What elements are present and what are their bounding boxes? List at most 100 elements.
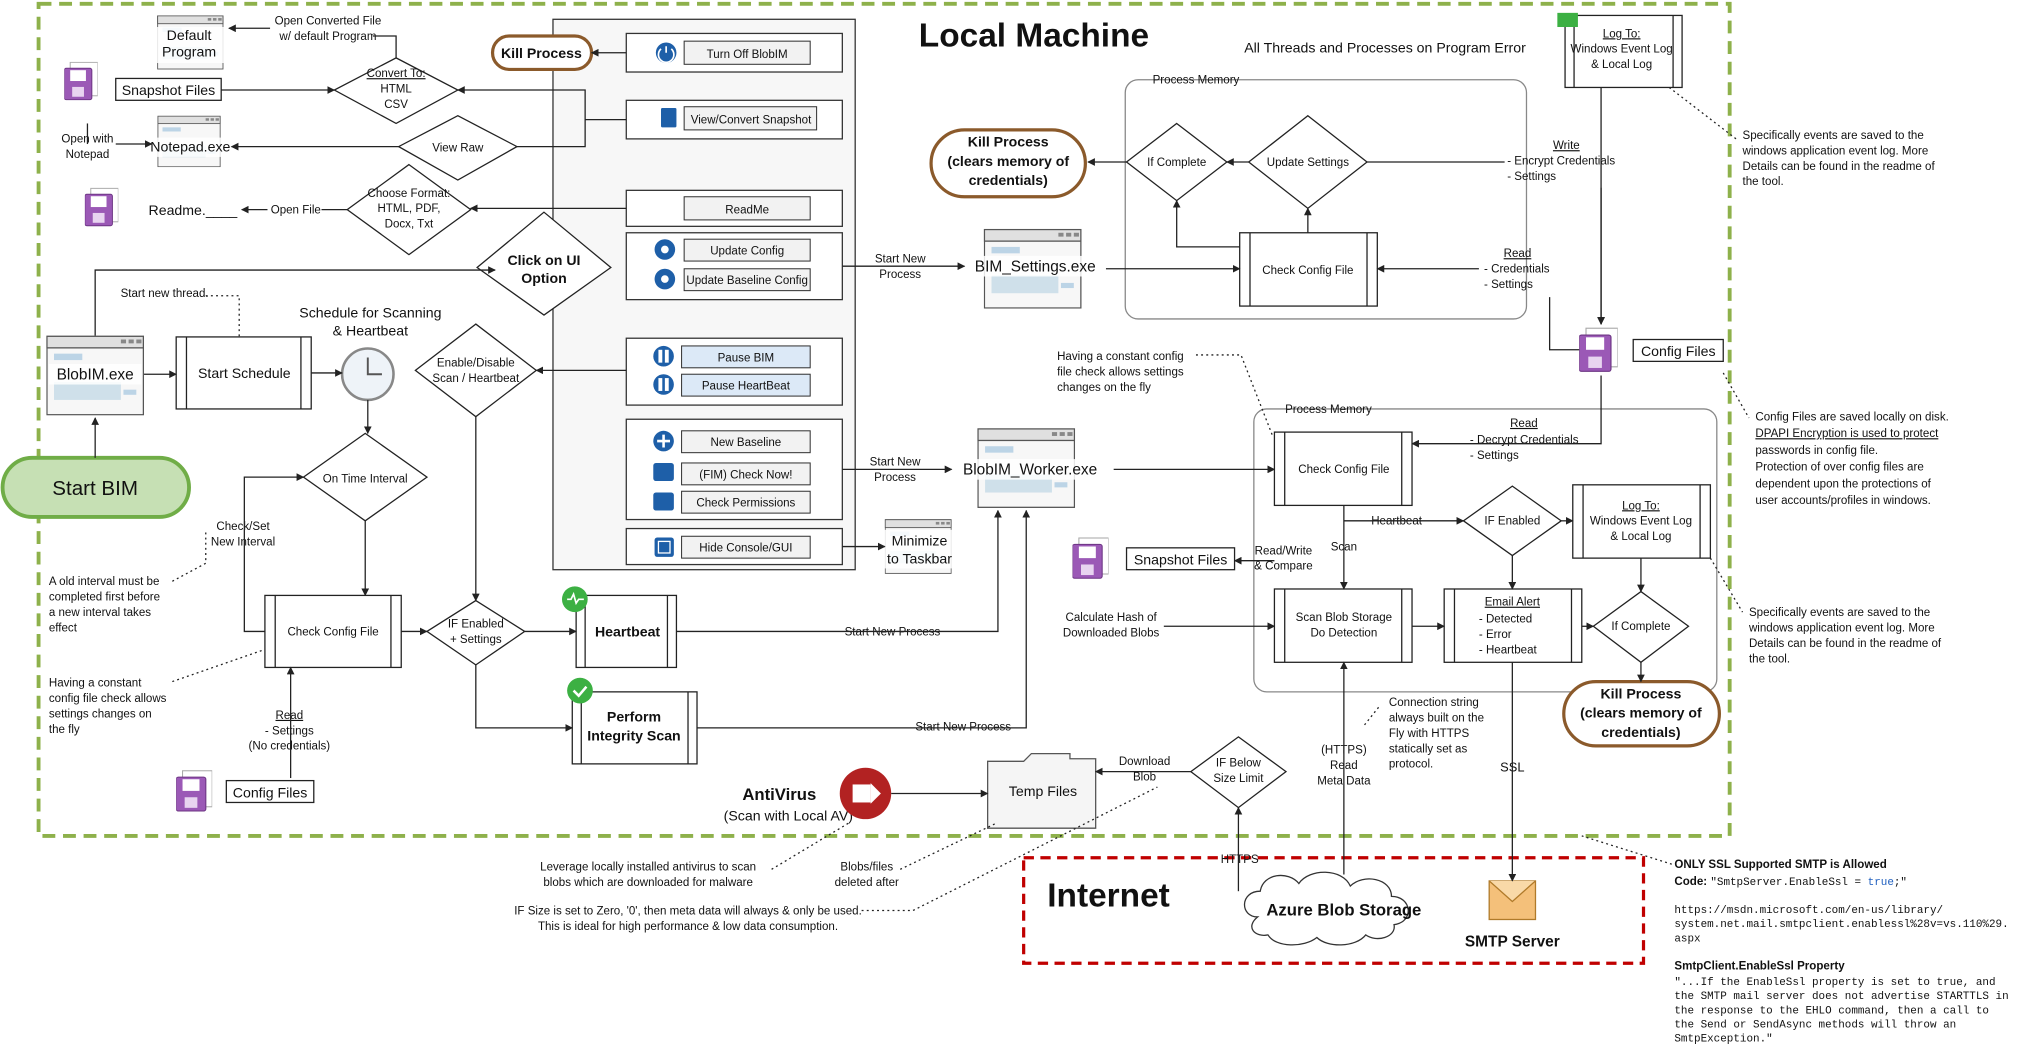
ui-button-new-baseline-label: New Baseline bbox=[711, 437, 782, 449]
note-blobs-deleted: Blobs/files deleted after bbox=[835, 862, 899, 889]
start-new-thread-label: Start new thread. bbox=[121, 288, 209, 300]
svg-text:SmtpClient.EnableSsl Property: SmtpClient.EnableSsl Property bbox=[1674, 961, 1845, 973]
perform-integrity-label-2: Integrity Scan bbox=[587, 728, 680, 744]
start-new-process-heartbeat: Start New Process bbox=[845, 626, 941, 638]
ui-button-fim-check[interactable]: (FIM) Check Now! bbox=[653, 462, 811, 486]
svg-text:"...If the EnableSsl property: "...If the EnableSsl property is set to … bbox=[1674, 977, 1995, 989]
notepad-label: Notepad.exe bbox=[150, 139, 230, 155]
if-below-label: IF Below bbox=[1216, 757, 1262, 769]
download-blob-label-2: Blob bbox=[1133, 772, 1156, 784]
ui-button-turn-off[interactable]: Turn Off BlobIM bbox=[655, 40, 811, 65]
kill-process-clear-top-label-3: credentials) bbox=[969, 172, 1048, 188]
readme-file-label: Readme.____ bbox=[149, 202, 239, 218]
scan-blob-label: Scan Blob Storage bbox=[1296, 612, 1392, 624]
ui-button-view-convert[interactable]: View/Convert Snapshot bbox=[661, 106, 818, 131]
svg-text:Specifically events are saved: Specifically events are saved to the bbox=[1743, 130, 1924, 142]
svg-text:blobs which are downloaded for: blobs which are downloaded for malware bbox=[543, 877, 753, 889]
log-to-mid-box bbox=[1572, 484, 1712, 559]
if-enabled-settings-label-2: + Settings bbox=[450, 634, 502, 646]
default-program-label-2: Program bbox=[162, 44, 216, 60]
svg-text:A old interval must be: A old interval must be bbox=[49, 576, 160, 588]
open-converted-label-2: w/ default Program bbox=[278, 31, 376, 43]
worker-process-memory-label: Process Memory bbox=[1285, 404, 1372, 416]
svg-text:the response to the EHLO comma: the response to the EHLO command, then a… bbox=[1674, 1005, 1989, 1017]
temp-files-folder bbox=[987, 752, 1097, 829]
decrypt-settings: - Settings bbox=[1470, 450, 1519, 462]
svg-text:effect: effect bbox=[49, 622, 78, 634]
check-set-interval-label: Check/Set bbox=[216, 521, 270, 533]
log-to-top-line-1: Windows Event Log bbox=[1571, 44, 1673, 56]
start-new-process-worker-2: Process bbox=[874, 472, 916, 484]
choose-format-label-2: HTML, PDF, bbox=[377, 203, 440, 215]
ui-button-update-baseline[interactable]: Update Baseline Config bbox=[654, 268, 811, 292]
perform-integrity-box bbox=[571, 691, 698, 765]
click-ui-option-decision bbox=[476, 211, 612, 316]
calculate-hash-label-2: Downloaded Blobs bbox=[1063, 628, 1160, 640]
ui-button-hide-console[interactable]: Hide Console/GUI bbox=[654, 535, 811, 559]
note-constant-config-left: Having a constant config file check allo… bbox=[49, 678, 167, 736]
svg-text:the tool.: the tool. bbox=[1749, 653, 1790, 665]
convert-to-csv: CSV bbox=[384, 99, 408, 111]
log-to-mid-label: Log To: bbox=[1622, 500, 1660, 512]
svg-text:Details can be found in the re: Details can be found in the readme of bbox=[1743, 161, 1936, 173]
email-alert-label: Email Alert bbox=[1485, 597, 1541, 609]
svg-text:windows application event log.: windows application event log. More bbox=[1742, 145, 1929, 157]
svg-text:the tool.: the tool. bbox=[1743, 176, 1784, 188]
azure-blob-label: Azure Blob Storage bbox=[1266, 901, 1421, 920]
default-program-label: Default bbox=[167, 27, 212, 43]
start-schedule-label: Start Schedule bbox=[198, 365, 291, 381]
ui-button-new-baseline[interactable]: New Baseline bbox=[653, 430, 811, 454]
svg-text:Config Files are saved locally: Config Files are saved locally on disk. bbox=[1755, 412, 1948, 424]
on-time-interval-label: On Time Interval bbox=[323, 473, 408, 485]
kill-process-clear-bottom-label: Kill Process bbox=[1600, 685, 1681, 701]
start-bim-node bbox=[0, 455, 191, 519]
log-to-top-label: Log To: bbox=[1603, 28, 1641, 40]
constant-config-right-2: file check allows settings bbox=[1057, 367, 1184, 379]
if-complete-settings-label: If Complete bbox=[1147, 157, 1206, 169]
note-events-saved-top: Specifically events are saved to the win… bbox=[1742, 130, 1936, 188]
heartbeat-box bbox=[575, 594, 678, 669]
blobim-worker-label: BlobIM_Worker.exe bbox=[963, 462, 1097, 479]
write-encrypt-credentials: - Encrypt Credentials bbox=[1507, 156, 1615, 168]
svg-text:DPAPI Encryption is used to pr: DPAPI Encryption is used to protect bbox=[1755, 428, 1939, 440]
connection-note-2: always built on the bbox=[1389, 712, 1484, 724]
view-raw-decision bbox=[397, 115, 519, 181]
constant-config-right: Having a constant config bbox=[1057, 351, 1184, 363]
convert-to-label: Convert To: bbox=[367, 68, 426, 80]
email-error: - Error bbox=[1479, 629, 1512, 641]
heartbeat-flow-label: Heartbeat bbox=[1371, 516, 1423, 528]
ui-button-readme[interactable]: ReadMe bbox=[683, 196, 811, 221]
pause-icon bbox=[653, 374, 674, 395]
ui-button-view-convert-label: View/Convert Snapshot bbox=[691, 114, 812, 126]
ssl-doc-link[interactable]: https://msdn.microsoft.com/en-us/library… bbox=[1674, 905, 1943, 917]
convert-to-decision bbox=[332, 57, 460, 125]
enable-disable-label: Enable/Disable bbox=[437, 358, 515, 370]
svg-text:Leverage locally installed ant: Leverage locally installed antivirus to … bbox=[540, 862, 756, 874]
ui-button-pause-bim[interactable]: Pause BIM bbox=[653, 345, 811, 369]
svg-text:user accounts/profiles in wind: user accounts/profiles in windows. bbox=[1755, 495, 1930, 507]
view-raw-label: View Raw bbox=[432, 143, 484, 155]
if-enabled-settings-decision bbox=[425, 599, 526, 666]
svg-text:the fly: the fly bbox=[49, 724, 80, 736]
email-heartbeat: - Heartbeat bbox=[1479, 644, 1538, 656]
connection-note-4: statically set as bbox=[1389, 743, 1468, 755]
check-config-left-label: Check Config File bbox=[287, 626, 378, 638]
svg-text:SmtpException.": SmtpException." bbox=[1674, 1034, 1772, 1046]
if-enabled-worker-label: IF Enabled bbox=[1484, 516, 1540, 528]
check-set-interval-label-2: New Interval bbox=[211, 536, 275, 548]
heartbeat-label: Heartbeat bbox=[595, 624, 660, 640]
write-label: Write bbox=[1553, 140, 1580, 152]
read-label-left: Read bbox=[276, 710, 304, 722]
ui-button-update-config[interactable]: Update Config bbox=[654, 238, 811, 262]
check-config-worker-box bbox=[1273, 431, 1413, 507]
connection-note-5: protocol. bbox=[1389, 759, 1433, 771]
svg-text:system.net.mail.smtpclient.ena: system.net.mail.smtpclient.enablessl%28v… bbox=[1674, 919, 2008, 931]
antivirus-sub-label: (Scan with Local AV) bbox=[724, 807, 853, 823]
svg-text:config file check allows: config file check allows bbox=[49, 693, 167, 705]
ui-button-check-permissions[interactable]: Check Permissions bbox=[653, 490, 811, 514]
svg-text:ONLY SSL Supported SMTP is All: ONLY SSL Supported SMTP is Allowed bbox=[1674, 859, 1886, 871]
svg-text:This is ideal for high perform: This is ideal for high performance & low… bbox=[538, 921, 838, 933]
internet-region bbox=[1022, 856, 1646, 965]
ui-button-pause-heartbeat[interactable]: Pause HeartBeat bbox=[653, 373, 811, 397]
download-blob-label: Download bbox=[1119, 756, 1170, 768]
